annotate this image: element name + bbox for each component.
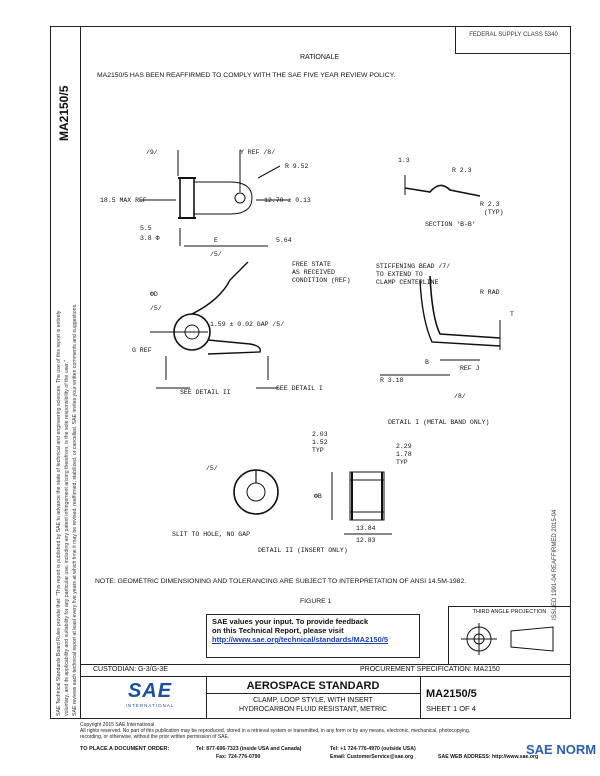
dim-label: 1.59 ± 0.02 GAP /5/ bbox=[210, 321, 284, 328]
sae-logo: SAE INTERNATIONAL bbox=[120, 680, 180, 708]
dim-label: 5.5 bbox=[140, 225, 152, 232]
dim-label: (TYP) bbox=[484, 209, 504, 216]
dim-label: B bbox=[425, 359, 429, 366]
detail-one-band bbox=[429, 275, 501, 339]
sae-logo-mark: SAE bbox=[127, 680, 173, 702]
part-title-2: HYDROCARBON FLUID RESISTANT, METRIC bbox=[238, 706, 388, 713]
doc-number: MA2150/5 bbox=[426, 688, 477, 700]
dim-label: R 2.3 bbox=[452, 167, 472, 174]
projection-symbol bbox=[461, 623, 554, 655]
dim-label: G REF bbox=[132, 347, 152, 354]
side-doc-number: MA2150/5 bbox=[57, 85, 71, 141]
dim-label: 5.64 bbox=[276, 237, 292, 244]
dim-label: DETAIL II (INSERT ONLY) bbox=[258, 547, 348, 554]
dim-label: R 2.3 bbox=[480, 201, 500, 208]
projection-label: THIRD ANGLE PROJECTION bbox=[472, 609, 547, 615]
dim-label: AS RECEIVED bbox=[292, 269, 335, 276]
dim-label: /8/ bbox=[454, 393, 466, 400]
feedback-link[interactable]: http://www.sae.org/technical/standards/M… bbox=[212, 635, 389, 644]
side-note-2: voluntary, and its applicability and sui… bbox=[64, 360, 70, 716]
dim-label: TYP bbox=[312, 447, 324, 454]
rationale-text: MA2150/5 HAS BEEN REAFFIRMED TO COMPLY W… bbox=[97, 72, 396, 79]
order-label: TO PLACE A DOCUMENT ORDER: bbox=[80, 746, 170, 752]
dim-label: 12.70 ± 0.13 bbox=[264, 197, 311, 204]
side-note-3: SAE reviews each technical report at lea… bbox=[72, 303, 78, 717]
dim-label: 1.3 bbox=[398, 157, 410, 164]
rights-notice: All rights reserved. No part of this pub… bbox=[80, 728, 471, 735]
dim-label: 3.8 Φ bbox=[140, 235, 160, 242]
dim-label: STIFFENING BEAD /7/ bbox=[376, 263, 450, 270]
dim-label: 1.78 bbox=[396, 451, 412, 458]
dim-label: DETAIL I (METAL BAND ONLY) bbox=[388, 419, 489, 426]
copyright: Copyright 2015 SAE International bbox=[80, 722, 155, 728]
dim-label: CONDITION (REF) bbox=[292, 277, 351, 284]
dim-label: /5/ bbox=[210, 251, 222, 258]
rationale-title: RATIONALE bbox=[300, 54, 340, 61]
watermark: SAE NORM bbox=[526, 742, 597, 757]
dim-label: 13.84 bbox=[356, 525, 376, 532]
tel-intl: Tel: +1 724-776-4970 (outside USA) bbox=[330, 746, 416, 752]
left-margin-strip bbox=[50, 26, 80, 719]
custodian: CUSTODIAN: G-3/G-3E bbox=[93, 666, 168, 673]
dim-label: 12.83 bbox=[356, 537, 376, 544]
dim-label: ΦB bbox=[314, 493, 322, 500]
dim-label: /5/ bbox=[206, 465, 218, 472]
top-view-insert bbox=[179, 177, 195, 219]
procurement-spec: PROCUREMENT SPECIFICATION: MA2150 bbox=[360, 666, 500, 673]
dim-label: R 9.52 bbox=[285, 163, 309, 170]
dim-label: CLAMP CENTERLINE bbox=[376, 279, 439, 286]
dim-label: SEE DETAIL I bbox=[276, 385, 323, 392]
dim-label: SECTION 'B-B' bbox=[425, 221, 476, 228]
rights-notice-2: recording, or otherwise, without the pri… bbox=[80, 734, 230, 741]
sheet-number: SHEET 1 OF 4 bbox=[426, 704, 476, 713]
figure-label: FIGURE 1 bbox=[300, 598, 332, 605]
drawing-frame bbox=[80, 26, 571, 719]
fed-supply-class: FEDERAL SUPPLY CLASS 5340 bbox=[455, 26, 571, 54]
web-address: SAE WEB ADDRESS: http://www.sae.org bbox=[438, 754, 539, 760]
projection-box: THIRD ANGLE PROJECTION bbox=[448, 606, 570, 664]
standard-type: AEROSPACE STANDARD bbox=[246, 680, 380, 692]
feedback-line-1: SAE values your input. To provide feedba… bbox=[212, 617, 369, 626]
fax: Fax: 724-776-0790 bbox=[216, 754, 261, 760]
side-note-1: SAE Technical Standards Board Rules prov… bbox=[56, 310, 62, 716]
dim-label: T bbox=[510, 311, 514, 318]
dim-label: ΦD bbox=[150, 291, 158, 298]
email: Email: CustomerService@sae.org bbox=[330, 754, 414, 760]
footer: Copyright 2015 SAE International All rig… bbox=[80, 722, 580, 741]
tel-us: Tel: 877-606-7323 (inside USA and Canada… bbox=[196, 746, 302, 752]
dim-label: Y REF /8/ bbox=[240, 149, 275, 156]
dim-label: 2.29 bbox=[396, 443, 412, 450]
dim-label: 2.03 bbox=[312, 431, 328, 438]
dim-label: REF J bbox=[460, 365, 480, 372]
dim-label: 18.5 MAX REF bbox=[100, 197, 147, 204]
technical-drawing: /9/ Y REF /8/ R 9.52 18.5 MAX REF 12.70 … bbox=[100, 149, 514, 554]
dim-label: SLIT TO HOLE, NO GAP bbox=[172, 531, 250, 538]
section-bb-profile bbox=[404, 184, 481, 197]
detail-two-side bbox=[349, 471, 385, 521]
feedback-box: SAE values your input. To provide feedba… bbox=[206, 614, 420, 658]
part-title-1: CLAMP, LOOP STYLE, WITH INSERT bbox=[253, 697, 373, 704]
top-view-tab bbox=[194, 181, 253, 215]
dim-label: E bbox=[214, 237, 218, 244]
sae-logo-sub: INTERNATIONAL bbox=[125, 703, 175, 708]
dim-label: R RAD bbox=[480, 289, 500, 296]
dim-label: 1.52 bbox=[312, 439, 328, 446]
dim-label: TYP bbox=[396, 459, 408, 466]
dim-label: FREE STATE bbox=[292, 261, 331, 268]
gdt-note: NOTE: GEOMETRIC DIMENSIONING AND TOLERAN… bbox=[95, 578, 467, 585]
feedback-line-2: on this Technical Report, please visit bbox=[212, 626, 344, 635]
dim-label: /5/ bbox=[150, 305, 162, 312]
dim-label: R 3.18 bbox=[380, 377, 404, 384]
dim-label: SEE DETAIL II bbox=[180, 389, 231, 396]
dim-label: TO EXTEND TO bbox=[376, 271, 423, 278]
dim-label: /9/ bbox=[146, 149, 158, 156]
